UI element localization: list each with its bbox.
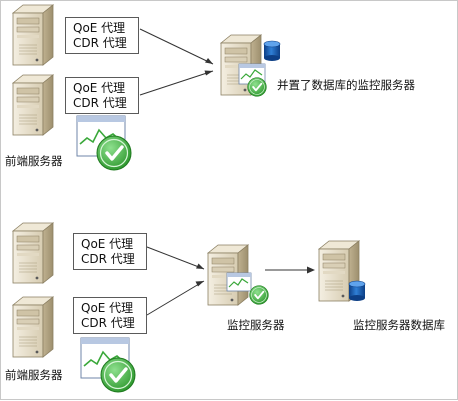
monitoring-server-bottom <box>207 244 270 306</box>
database-server-bottom <box>318 240 366 302</box>
qoe-agent-label: QoE 代理 <box>81 237 134 251</box>
frontend-server-2-bottom <box>12 296 54 358</box>
arrow-bottom-2 <box>146 280 205 316</box>
monitoring-server-label: 监控服务器 <box>227 318 285 332</box>
frontend-server-label-bottom: 前端服务器 <box>5 368 63 382</box>
frontend-server-1-top <box>12 4 54 66</box>
cdr-agent-label: CDR 代理 <box>73 96 127 110</box>
frontend-server-label-top: 前端服务器 <box>5 154 63 168</box>
arrow-top-2 <box>139 70 214 96</box>
monitoring-chart-icon-bottom <box>80 337 137 394</box>
agent-box-top-1: QoE 代理 CDR 代理 <box>65 17 139 54</box>
arrow-bottom-1 <box>146 246 205 270</box>
monitoring-database-label: 监控服务器数据库 <box>353 318 445 332</box>
agent-box-bottom-2: QoE 代理 CDR 代理 <box>73 297 147 334</box>
cdr-agent-label: CDR 代理 <box>73 36 127 50</box>
frontend-server-1-bottom <box>12 222 54 284</box>
agent-box-bottom-1: QoE 代理 CDR 代理 <box>73 233 147 270</box>
qoe-agent-label: QoE 代理 <box>81 301 134 315</box>
qoe-agent-label: QoE 代理 <box>73 81 126 95</box>
cdr-agent-label: CDR 代理 <box>81 252 135 266</box>
monitoring-server-with-db-label: 并置了数据库的监控服务器 <box>277 78 415 92</box>
agent-box-top-2: QoE 代理 CDR 代理 <box>65 77 139 114</box>
monitoring-server-with-db-top <box>220 34 281 98</box>
frontend-server-2-top <box>12 74 54 136</box>
qoe-agent-label: QoE 代理 <box>73 21 126 35</box>
cdr-agent-label: CDR 代理 <box>81 316 135 330</box>
arrow-top-1 <box>139 28 214 65</box>
monitoring-chart-icon-top <box>76 115 133 172</box>
